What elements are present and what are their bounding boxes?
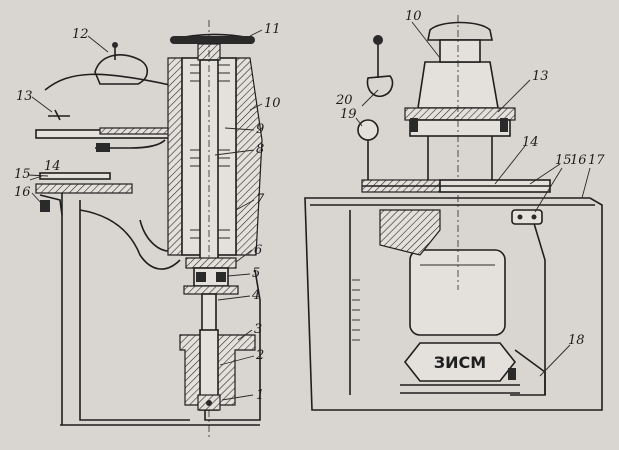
upper-plate-hatch <box>99 127 171 135</box>
flange-13 <box>404 107 516 121</box>
callout-15: 15 <box>14 167 31 182</box>
cabinet-panel <box>349 209 546 395</box>
cabinet-body <box>304 197 603 411</box>
callout-r-20: 20 <box>335 93 353 108</box>
handwheel-top-view <box>427 21 493 41</box>
flange-bolt-b <box>500 118 508 132</box>
head-neck <box>439 39 481 63</box>
flange-base <box>409 119 511 137</box>
table-15 <box>35 183 133 194</box>
lamp-arm <box>44 73 171 91</box>
callout-r-16: 16 <box>570 153 587 168</box>
callout-8: 8 <box>256 142 264 157</box>
guard-13 <box>48 109 70 121</box>
switch-16 <box>511 209 543 225</box>
callout-14: 14 <box>44 159 61 174</box>
feed-knob <box>96 143 110 152</box>
callout-r-18: 18 <box>568 333 585 348</box>
right-callout-leaders <box>355 21 591 377</box>
callout-r-10: 10 <box>405 9 422 24</box>
callout-1: 1 <box>256 388 264 403</box>
logo-plate <box>403 342 517 382</box>
callout-r-19: 19 <box>340 107 357 122</box>
callout-9: 9 <box>256 122 264 137</box>
callout-2: 2 <box>255 348 264 363</box>
column-walls <box>427 136 493 180</box>
handle-latch <box>508 368 516 380</box>
rivet-column <box>352 279 360 341</box>
feed-bracket <box>95 139 166 149</box>
switch-screw-b <box>531 214 537 220</box>
knob-16 <box>40 200 50 212</box>
clutch-pin-b <box>216 272 226 282</box>
callout-3: 3 <box>254 322 262 337</box>
lamp-12 <box>94 54 149 85</box>
switch-screw-a <box>517 214 523 220</box>
table-bracket <box>39 194 63 216</box>
callout-r-15: 15 <box>555 153 572 168</box>
right-callouts: 10 13 14 15 16 17 18 19 20 <box>335 9 605 348</box>
callout-6: 6 <box>254 243 262 258</box>
callout-16: 16 <box>14 185 31 200</box>
callout-13: 13 <box>16 89 33 104</box>
right-front-view: ЗИСМ <box>304 15 603 411</box>
base-column <box>60 190 260 426</box>
lamp-knob <box>112 42 118 48</box>
handle-18 <box>510 349 546 396</box>
shaft-4 <box>201 293 217 335</box>
cabinet-window <box>409 249 506 336</box>
left-callouts: 1 2 3 4 5 6 7 8 9 10 11 12 13 14 15 16 <box>14 22 281 403</box>
callout-5: 5 <box>252 266 260 281</box>
callout-4: 4 <box>251 288 260 303</box>
flange-bolt-a <box>410 118 418 132</box>
logo-text: ЗИСМ <box>434 353 486 372</box>
knob-19 <box>357 119 379 141</box>
housing-wall-left <box>167 57 183 256</box>
left-callout-leaders <box>27 29 263 401</box>
callout-r-13: 13 <box>532 69 549 84</box>
base-right-wall <box>204 269 261 421</box>
callout-r-17: 17 <box>588 153 605 168</box>
bearing-plate <box>183 285 239 295</box>
bearing-ball <box>206 400 212 406</box>
callout-12: 12 <box>72 27 89 42</box>
handwheel-11 <box>170 36 255 44</box>
lamp-cap <box>373 35 383 45</box>
casting-curve <box>79 209 181 270</box>
left-sectional-view <box>35 20 263 440</box>
gear-6 <box>185 257 237 269</box>
callout-11: 11 <box>264 22 281 37</box>
callout-7: 7 <box>256 192 265 207</box>
lamp-20 <box>366 75 394 97</box>
clutch-pin-a <box>196 272 206 282</box>
callout-10: 10 <box>264 96 281 111</box>
vent-slots <box>400 384 520 394</box>
support-bracket <box>379 209 441 256</box>
callout-r-14: 14 <box>522 135 539 150</box>
